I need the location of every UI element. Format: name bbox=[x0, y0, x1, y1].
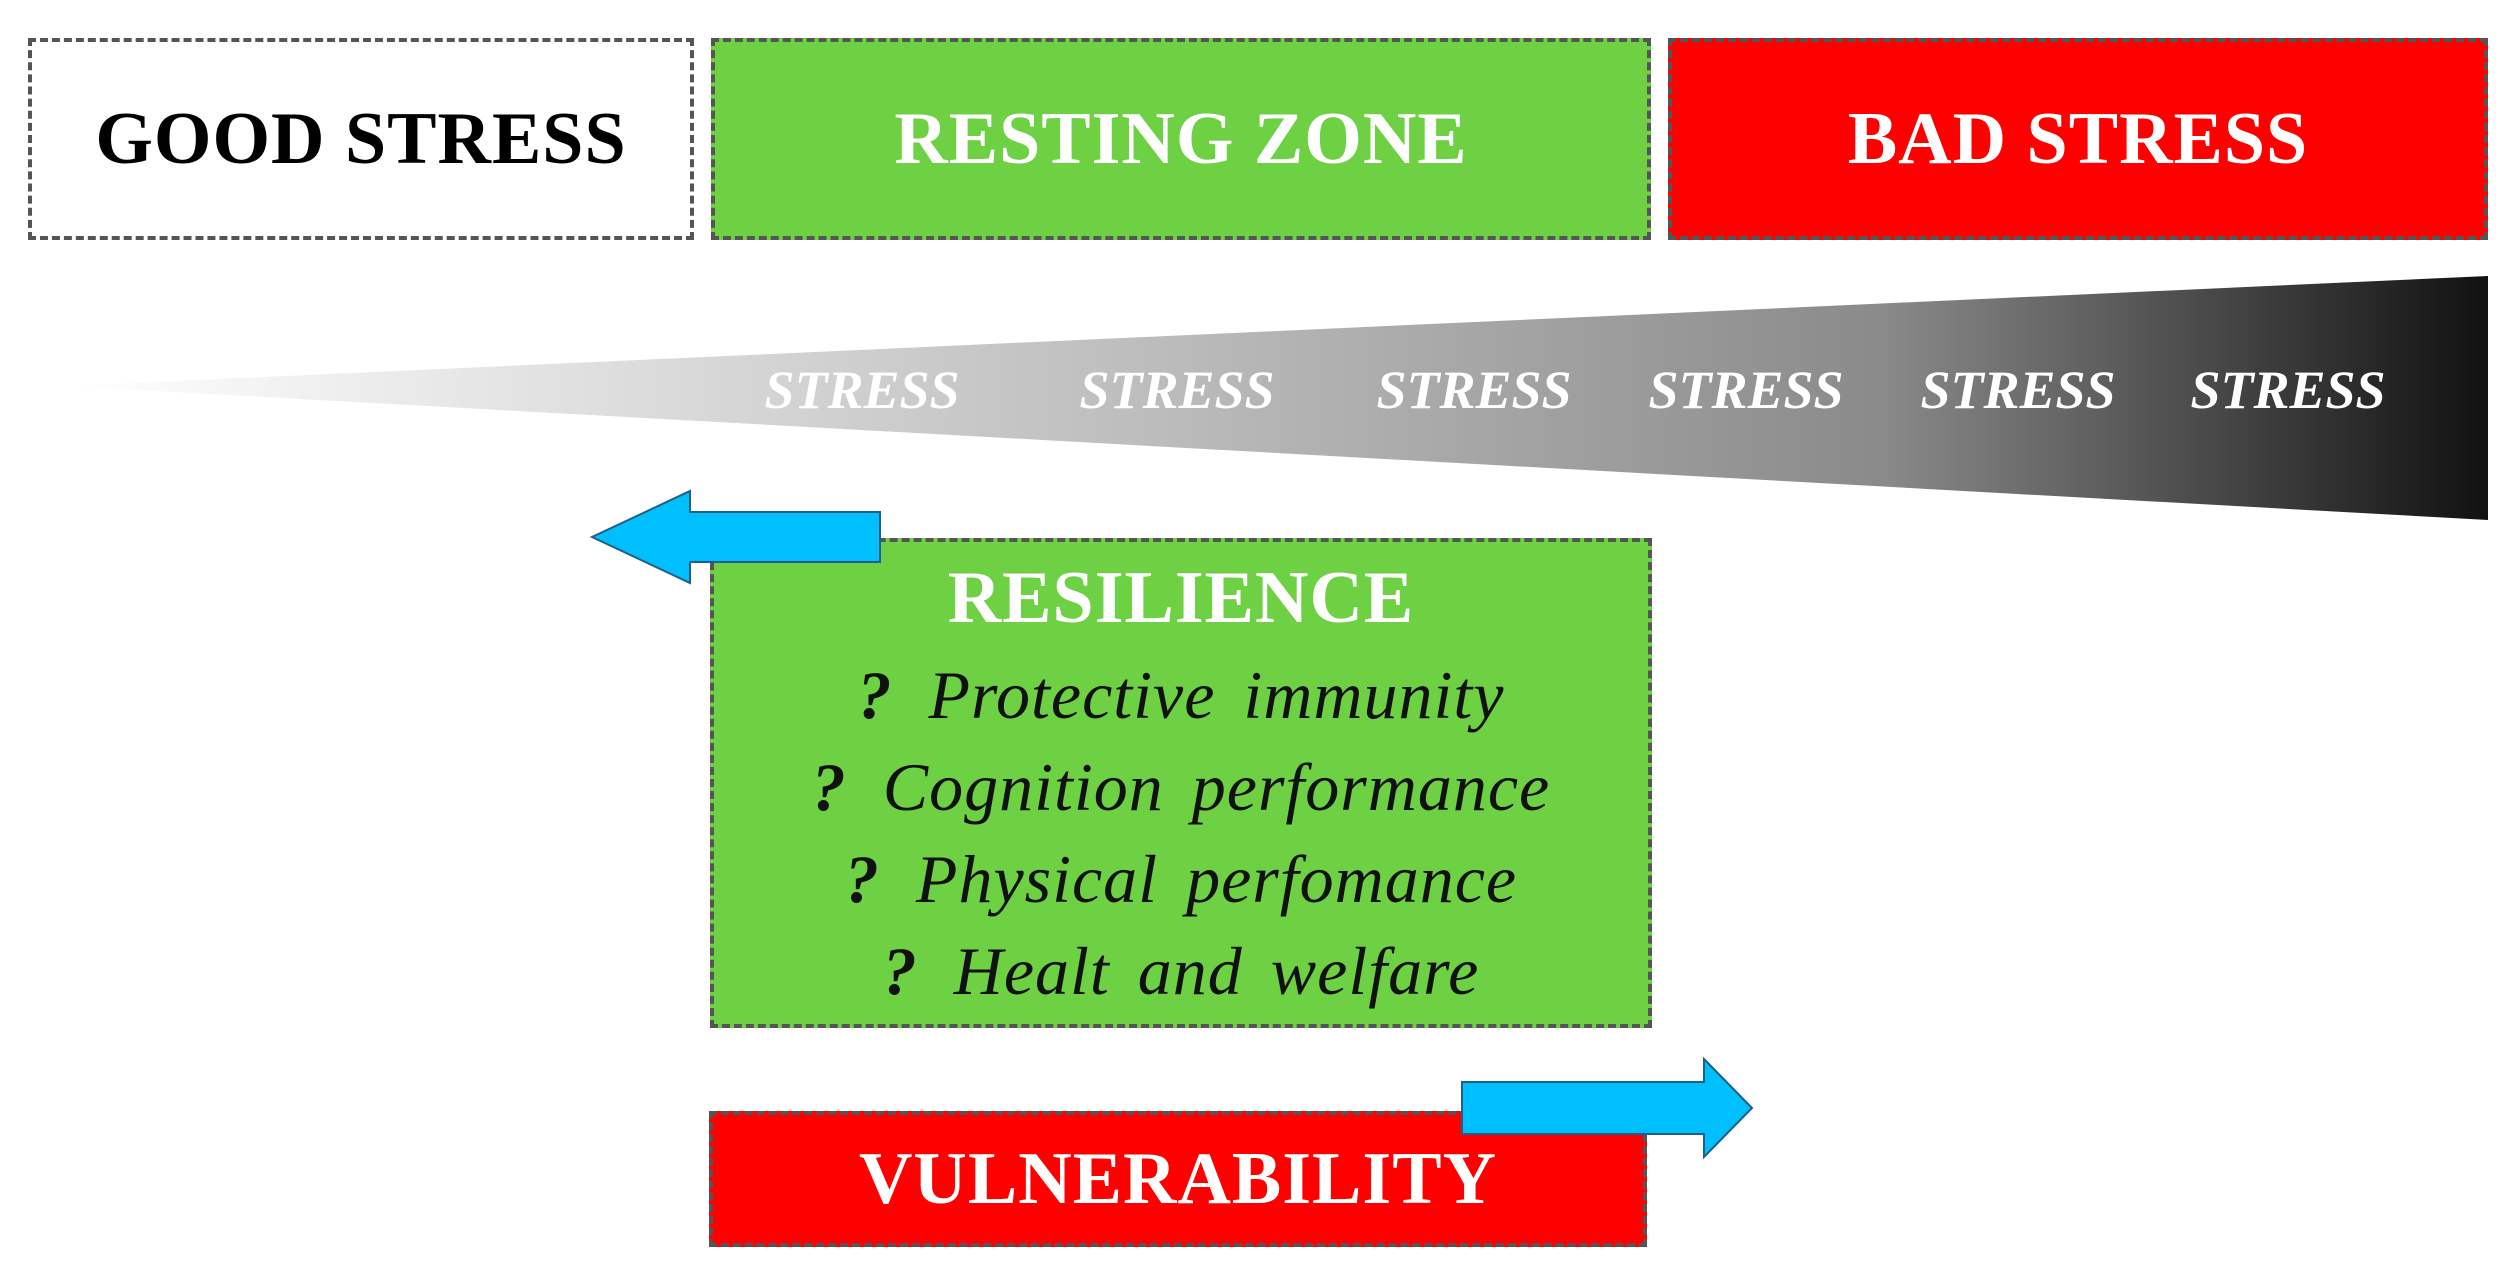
stress-label-3: STRESS bbox=[1376, 360, 1571, 420]
stress-label-4: STRESS bbox=[1648, 360, 1843, 420]
question-marker: ? bbox=[882, 933, 918, 1009]
resilience-item-cognition-performance: ? Cognition performance bbox=[812, 741, 1551, 833]
resilience-title: RESILIENCE bbox=[947, 557, 1415, 639]
stress-label-6: STRESS bbox=[2190, 360, 2385, 420]
right-arrow-icon bbox=[1461, 1056, 1754, 1160]
resilience-item-protective-immunity: ? Protective immunity bbox=[858, 649, 1505, 741]
question-marker: ? bbox=[811, 749, 847, 825]
left-arrow-icon bbox=[589, 489, 881, 585]
resilience-item-physical-performance: ? Physical perfomance bbox=[845, 833, 1517, 925]
bad-stress-label: BAD STRESS bbox=[1847, 97, 2309, 180]
resilience-item-health-welfare: ? Healt and welfare bbox=[883, 925, 1480, 1017]
stress-label-5: STRESS bbox=[1920, 360, 2115, 420]
resilience-box: RESILIENCE ? Protective immunity ? Cogni… bbox=[710, 538, 1652, 1028]
stress-label-2: STRESS bbox=[1079, 360, 1274, 420]
good-stress-box: GOOD STRESS bbox=[28, 38, 694, 240]
question-marker: ? bbox=[857, 657, 893, 733]
resting-zone-box: RESTING ZONE bbox=[711, 38, 1651, 240]
resilience-item-text: Protective immunity bbox=[928, 657, 1505, 733]
resting-zone-label: RESTING ZONE bbox=[894, 97, 1468, 180]
bad-stress-box: BAD STRESS bbox=[1668, 38, 2488, 240]
good-stress-label: GOOD STRESS bbox=[95, 97, 627, 180]
stress-label-1: STRESS bbox=[764, 360, 959, 420]
vulnerability-label: VULNERABILITY bbox=[858, 1137, 1498, 1220]
resilience-item-text: Cognition performance bbox=[882, 749, 1551, 825]
question-marker: ? bbox=[844, 841, 880, 917]
stress-wedge-shape bbox=[66, 276, 2488, 520]
resilience-item-text: Healt and welfare bbox=[953, 933, 1480, 1009]
resilience-item-text: Physical perfomance bbox=[915, 841, 1518, 917]
